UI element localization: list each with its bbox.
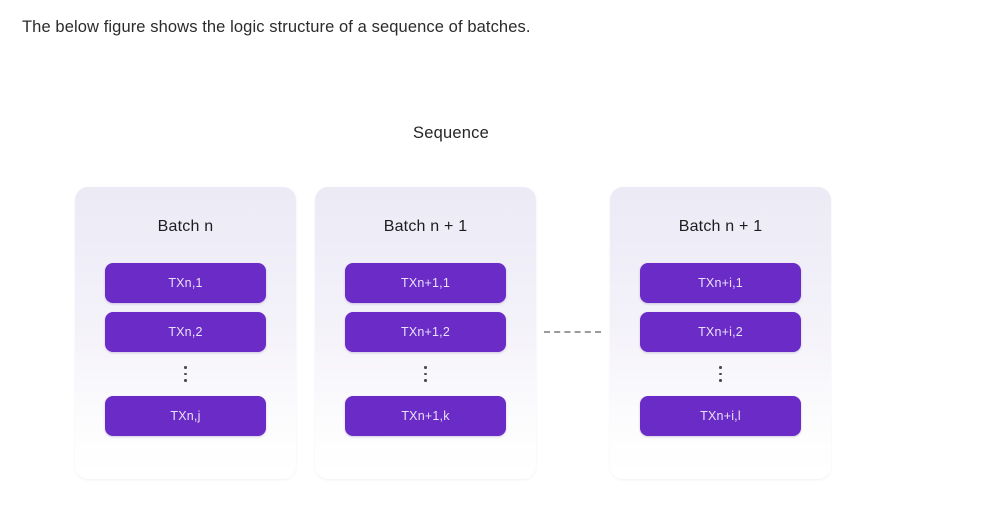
transaction-box-last: TXn,j: [105, 396, 266, 436]
vertical-ellipsis-icon: [105, 352, 266, 396]
batch-title: Batch n: [157, 218, 214, 235]
transaction-box-last: TXn+1,k: [345, 396, 506, 436]
page-caption: The below figure shows the logic structu…: [22, 18, 531, 36]
batch-card-3: Batch n + 1 TXn+i,1 TXn+i,2 TXn+i,l: [610, 187, 831, 479]
batch-continuation-dashes: [544, 331, 601, 333]
transaction-box: TXn,1: [105, 263, 266, 303]
transaction-box: TXn+i,1: [640, 263, 801, 303]
transaction-stack: TXn,1 TXn,2 TXn,j: [105, 263, 266, 436]
batch-card-1: Batch n TXn,1 TXn,2 TXn,j: [75, 187, 296, 479]
spacer: [640, 303, 801, 312]
spacer: [345, 303, 506, 312]
transaction-box: TXn+1,1: [345, 263, 506, 303]
transaction-box: TXn,2: [105, 312, 266, 352]
vertical-ellipsis-icon: [640, 352, 801, 396]
batch-title: Batch n + 1: [383, 218, 468, 235]
batches-row: Batch n TXn,1 TXn,2 TXn,j Batch n + 1 TX…: [75, 187, 925, 479]
batch-title: Batch n + 1: [678, 218, 763, 235]
transaction-box: TXn+i,2: [640, 312, 801, 352]
transaction-stack: TXn+i,1 TXn+i,2 TXn+i,l: [640, 263, 801, 436]
sequence-label: Sequence: [413, 124, 489, 142]
spacer: [105, 303, 266, 312]
transaction-stack: TXn+1,1 TXn+1,2 TXn+1,k: [345, 263, 506, 436]
batch-card-2: Batch n + 1 TXn+1,1 TXn+1,2 TXn+1,k: [315, 187, 536, 479]
transaction-box-last: TXn+i,l: [640, 396, 801, 436]
vertical-ellipsis-icon: [345, 352, 506, 396]
transaction-box: TXn+1,2: [345, 312, 506, 352]
